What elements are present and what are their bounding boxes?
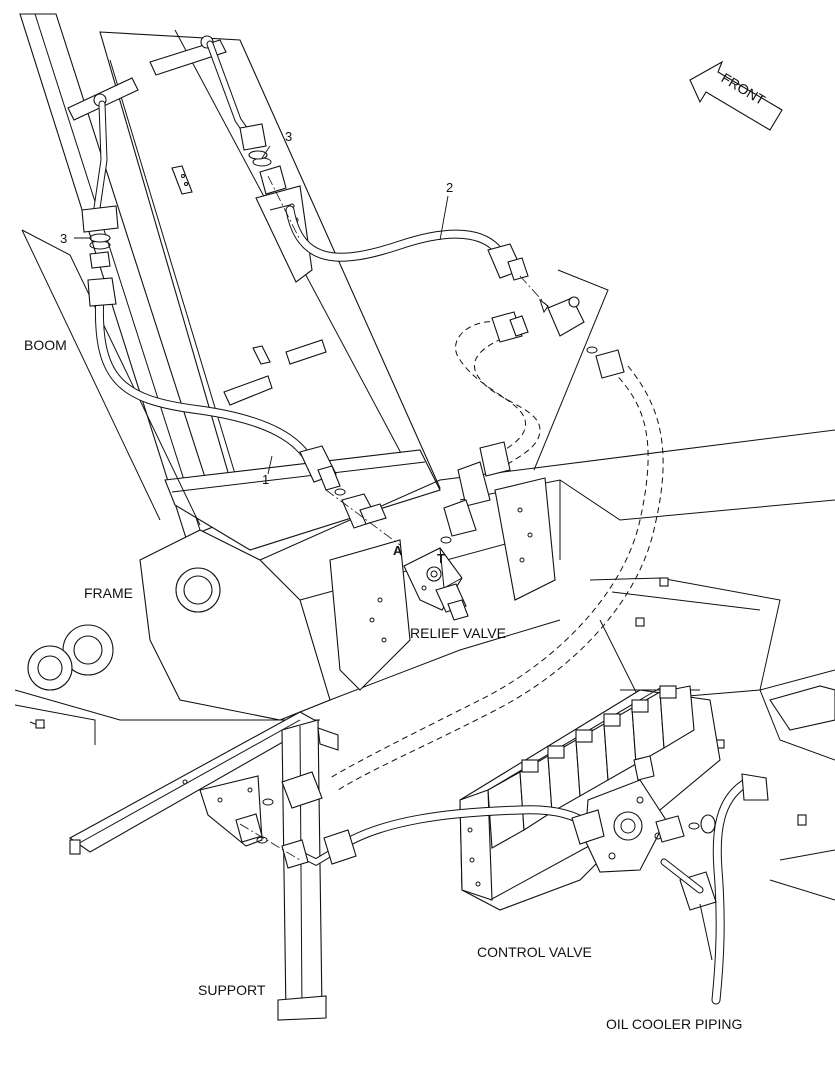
boom-label: BOOM (24, 337, 67, 353)
oil-cooler-piping-label: OIL COOLER PIPING (606, 1016, 742, 1032)
oil-cooler-piping (660, 773, 769, 1005)
ghost-hose-right (329, 346, 664, 791)
front-direction-arrow (689, 60, 783, 131)
callout-2: 2 (446, 180, 453, 195)
control-valve-label: CONTROL VALVE (477, 944, 592, 960)
support-structure (68, 711, 339, 1021)
port-t-label: T (437, 551, 445, 566)
boom-structure (19, 13, 441, 551)
callout-3-left: 3 (60, 231, 67, 246)
relief-valve (403, 547, 469, 621)
relief-valve-label: RELIEF VALVE (410, 625, 506, 641)
support-label: SUPPORT (198, 982, 266, 998)
tee-fitting (533, 269, 609, 471)
callout-3-top: 3 (285, 129, 292, 144)
return-hose (235, 771, 605, 869)
port-a-label: A (393, 543, 403, 558)
control-valve (459, 685, 721, 911)
callout-1: 1 (262, 472, 269, 487)
hose-2 (252, 157, 561, 321)
o-ring-left (89, 233, 111, 243)
ghost-hose-left (440, 311, 541, 544)
frame-structure (14, 429, 835, 901)
frame-label: FRAME (84, 585, 133, 601)
leader-lines (74, 145, 449, 475)
hose-1 (87, 240, 401, 546)
